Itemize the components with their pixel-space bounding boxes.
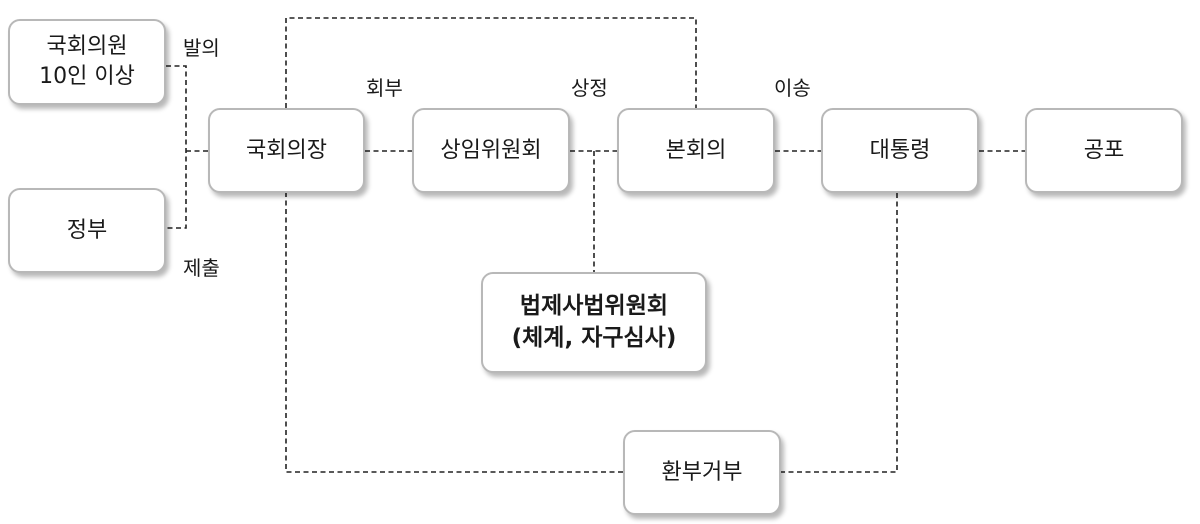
plenary-box: 본회의 <box>617 108 775 193</box>
government-label: 정부 <box>66 217 108 243</box>
refer-label: 회부 <box>366 76 403 100</box>
committee-box: 상임위원회 <box>412 108 570 193</box>
members-line1: 국회의원 <box>46 34 128 60</box>
promulgation-box: 공포 <box>1025 108 1183 193</box>
speaker-label: 국회의장 <box>246 137 327 163</box>
veto-box: 환부거부 <box>623 430 781 515</box>
veto-to-speaker-connector <box>285 193 623 473</box>
speaker-box: 국회의장 <box>208 108 365 193</box>
transfer-label: 이송 <box>774 76 811 100</box>
government-box: 정부 <box>8 188 166 273</box>
promulgation-label: 공포 <box>1083 137 1125 163</box>
judiciary-line1: 법제사법위원회 <box>519 293 669 320</box>
judiciary-line2: (체계, 자구심사) <box>511 324 677 351</box>
propose-label: 발의 <box>183 36 220 60</box>
president-box: 대통령 <box>821 108 979 193</box>
submit-label: 제출 <box>183 256 220 280</box>
members-box: 국회의원 10인 이상 <box>8 19 166 105</box>
veto-label: 환부거부 <box>661 459 743 485</box>
members-connector <box>166 65 187 229</box>
judiciary-committee-box: 법제사법위원회 (체계, 자구심사) <box>481 272 707 373</box>
plenary-label: 본회의 <box>665 137 727 163</box>
present-label: 상정 <box>571 76 608 100</box>
president-label: 대통령 <box>869 137 931 163</box>
speaker-plenary-top-connector <box>285 17 697 108</box>
president-to-veto-connector <box>781 193 898 473</box>
members-line2: 10인 이상 <box>39 64 135 89</box>
committee-label: 상임위원회 <box>440 137 542 163</box>
